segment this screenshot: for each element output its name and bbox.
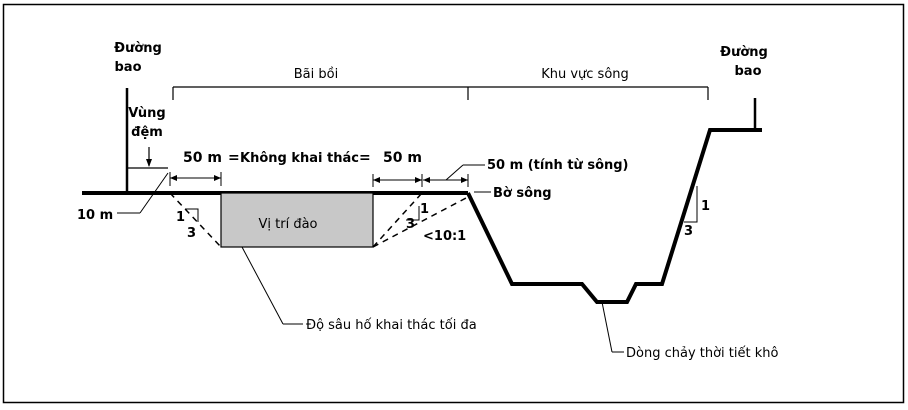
river-area-bracket <box>468 86 709 100</box>
no-mining-right-value: 50 m <box>383 150 422 166</box>
no-mining-equals-2: = <box>359 150 371 166</box>
right-slope-v: 1 <box>701 199 710 214</box>
left-slope-v: 1 <box>176 210 185 225</box>
left-dashed-slope <box>169 192 222 248</box>
slope-ratio-label: <10:1 <box>423 229 466 244</box>
left-slope-triangle <box>185 208 199 222</box>
river-area-label: Khu vực sông <box>541 67 629 82</box>
max-depth-leader <box>241 246 284 325</box>
dry-flow-leader <box>601 301 613 353</box>
mid-slope-h: 3 <box>406 217 415 232</box>
right-levee-label-line2: bao <box>734 64 761 79</box>
river-bank-label: Bờ sông <box>493 186 552 201</box>
left-levee-label-line2: bao <box>114 60 141 75</box>
no-mining-equals-1: = <box>228 150 240 166</box>
left-50m-dimension <box>169 172 222 186</box>
buffer-zone-arrow <box>128 147 168 169</box>
mid-slope-triangle <box>406 206 420 221</box>
floodplain-bracket <box>172 86 469 100</box>
ten-m-label: 10 m <box>77 208 113 223</box>
right-dashed-slope-1 <box>372 192 423 248</box>
buffer-zone-label-line1: Vùng <box>128 106 165 121</box>
pit-label: Vị trí đào <box>259 217 318 232</box>
mid-slope-v: 1 <box>420 202 429 217</box>
right-levee-label-line1: Đường <box>720 45 768 60</box>
buffer-zone-label-line2: đệm <box>131 125 163 140</box>
dry-flow-label: Dòng chảy thời tiết khô <box>626 346 779 361</box>
excavation-pit <box>220 192 374 248</box>
ten-m-leader-diagonal <box>139 172 169 214</box>
max-depth-label: Độ sâu hố khai thác tối đa <box>306 318 477 333</box>
left-levee-label-line1: Đường <box>114 41 162 56</box>
right-slope-h: 3 <box>684 224 693 239</box>
from-river-dimension <box>423 164 485 187</box>
left-slope-h: 3 <box>187 226 196 241</box>
no-mining-label: Không khai thác <box>240 151 359 166</box>
diagram-frame <box>2 3 905 404</box>
right-dashed-slope-2 <box>372 196 469 248</box>
no-mining-left-value: 50 m <box>183 150 222 166</box>
from-river-label: 50 m (tính từ sông) <box>487 158 629 173</box>
right-slope-triangle <box>684 186 698 223</box>
floodplain-label: Bãi bồi <box>294 67 338 82</box>
river-channel-profile <box>466 128 762 304</box>
right-50m-dimension <box>372 174 423 187</box>
